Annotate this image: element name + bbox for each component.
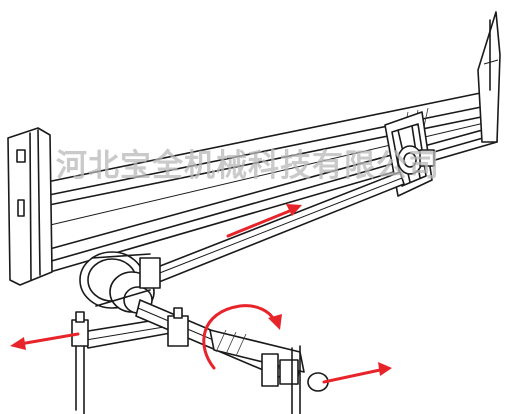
left-outward-arrow — [10, 332, 80, 350]
right-outward-arrow — [322, 362, 392, 384]
axial-motion-arrow — [226, 204, 302, 238]
lower-shaft-frame — [71, 299, 329, 414]
gearbox-assembly — [79, 251, 161, 314]
upper-rail — [7, 11, 501, 286]
rotation-arrow — [202, 304, 282, 370]
watermark-text: 河北宝全机械科技有限公司 — [56, 148, 440, 184]
